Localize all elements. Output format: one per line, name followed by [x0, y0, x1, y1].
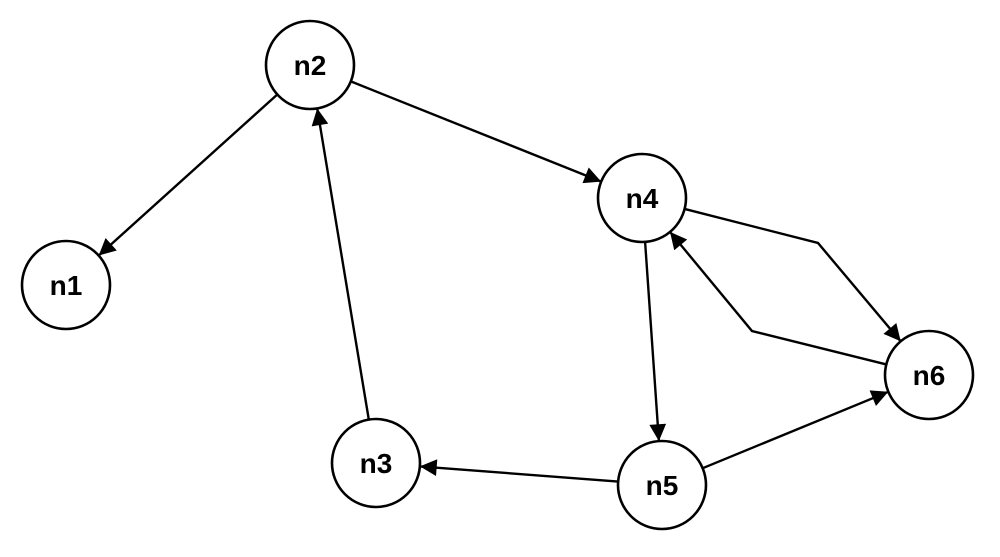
node-n1: n1 [20, 239, 112, 331]
node-n3-label: n3 [360, 448, 393, 479]
node-n5-label: n5 [646, 470, 679, 501]
edge-n2-n1 [97, 93, 279, 257]
node-layer: n1 n2 n3 n4 n5 n6 [20, 19, 975, 531]
node-n5: n5 [616, 439, 708, 531]
node-n2: n2 [264, 19, 356, 111]
edge-n2-n4 [350, 80, 602, 184]
node-n2-circle [264, 19, 356, 111]
edge-n5-n3 [419, 459, 619, 483]
node-n4-label: n4 [626, 183, 659, 214]
edge-n4-n5 [643, 241, 667, 442]
node-n6: n6 [883, 329, 975, 421]
edge-n5-n6 [702, 390, 889, 470]
node-n6-circle [883, 329, 975, 421]
node-n3-circle [330, 417, 422, 509]
node-n3: n3 [330, 417, 422, 509]
edge-n4-n6 [684, 207, 902, 343]
node-n4-circle [596, 152, 688, 244]
edge-layer [97, 80, 902, 483]
node-n4: n4 [596, 152, 688, 244]
node-n1-label: n1 [50, 270, 83, 301]
node-n5-circle [616, 439, 708, 531]
node-n2-label: n2 [294, 50, 327, 81]
edge-n6-n4 [669, 231, 887, 366]
node-n1-circle [20, 239, 112, 331]
edge-n3-n2 [311, 108, 370, 420]
node-n6-label: n6 [913, 360, 946, 391]
